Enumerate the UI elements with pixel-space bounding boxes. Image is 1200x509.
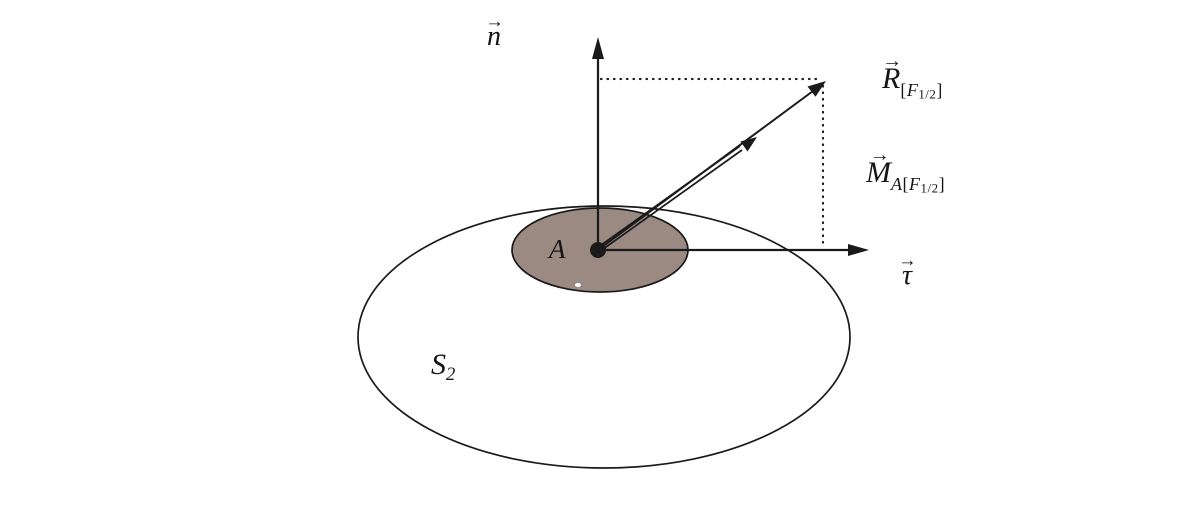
M-letter: M (866, 156, 891, 189)
fraction-half: 1/2 (920, 180, 939, 196)
resultant-arrowhead (807, 81, 826, 97)
vector-arrow-icon: → (882, 49, 902, 72)
label-moment-vector: →MA[F1/2] (866, 145, 945, 195)
moment-arrowhead (740, 137, 757, 152)
patch-speck (575, 283, 581, 287)
vector-arrow-icon: → (869, 143, 890, 166)
A-subscript: A (891, 174, 903, 195)
bracket-close: ] (938, 174, 946, 195)
A-letter: A (549, 234, 566, 264)
label-surface-S2: S2 (431, 350, 455, 385)
R-vector-symbol: →R (882, 51, 902, 95)
F-symbol: F (906, 80, 919, 101)
R-letter: R (882, 62, 901, 95)
point-A-dot (590, 242, 606, 258)
label-normal-vector: →n (485, 11, 503, 52)
label-point-A: A (549, 236, 566, 263)
resultant-subscript: [F1/2] (900, 80, 943, 100)
surface-S2-ellipse (357, 205, 851, 469)
normal-axis-arrowhead (592, 37, 604, 59)
tangent-axis-arrowhead (848, 244, 869, 256)
bracket-open: [ (900, 80, 907, 101)
n-letter: n (487, 21, 501, 52)
moment-subscript: A[F1/2] (891, 174, 945, 194)
S-letter: S (431, 348, 446, 381)
label-tangent-vector: →τ (898, 250, 916, 291)
vector-arrow-icon: → (898, 249, 917, 270)
S-subscript: 2 (446, 363, 456, 385)
label-resultant-force: →R[F1/2] (882, 51, 943, 101)
tau-vector-symbol: →τ (898, 250, 916, 291)
bracket-close: ] (936, 80, 943, 101)
moment-vector-line-inner (596, 145, 741, 249)
moment-vector-line-outer (598, 149, 743, 253)
fraction-half: 1/2 (918, 86, 937, 102)
F-symbol: F (909, 174, 921, 195)
n-vector-symbol: →n (485, 11, 503, 52)
bracket-open: [ (902, 174, 909, 195)
tau-letter: τ (902, 260, 913, 291)
vector-arrow-icon: → (485, 10, 504, 31)
M-vector-symbol: →M (866, 145, 891, 189)
